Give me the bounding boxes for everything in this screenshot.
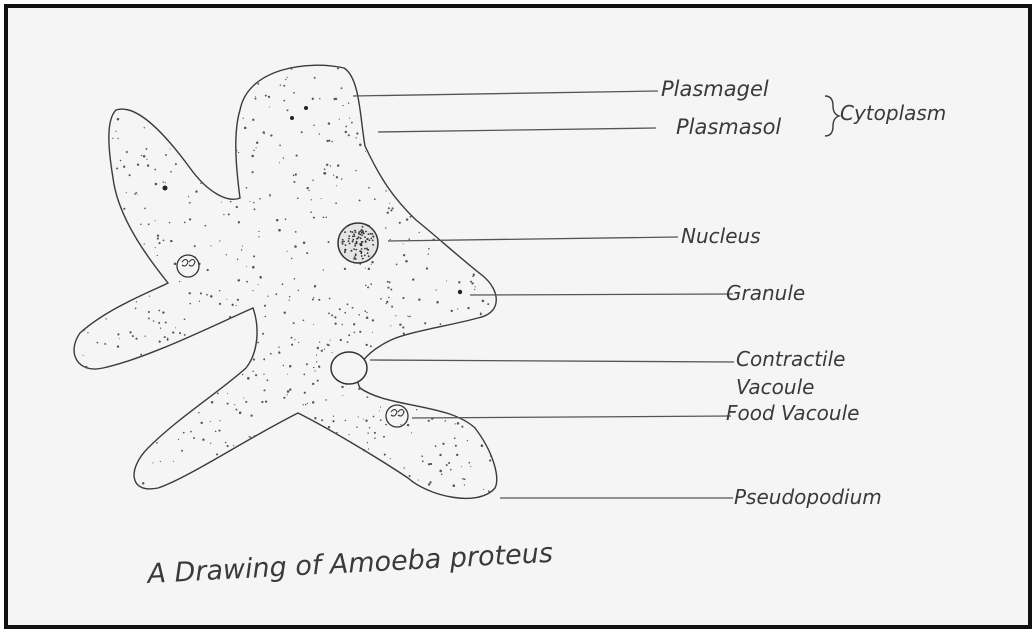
label-nucleus: Nucleus xyxy=(681,224,761,248)
granule-leader xyxy=(470,294,733,295)
contractile-leader xyxy=(370,360,734,362)
amoeba-outline xyxy=(74,65,497,498)
plasmagel-leader xyxy=(353,91,658,96)
label-contractile-line2: Vacoule xyxy=(736,375,814,399)
granule-dot-3 xyxy=(304,106,308,110)
label-granule: Granule xyxy=(726,281,805,305)
food-vacuole-shape-2 xyxy=(177,255,199,277)
amoeba-diagram: Plasmagel Plasmasol Cytoplasm Nucleus Gr… xyxy=(8,8,1028,625)
label-plasmagel: Plasmagel xyxy=(661,77,769,101)
label-pseudopodium: Pseudopodium xyxy=(734,485,882,509)
contractile-vacuole-shape xyxy=(331,352,367,384)
granule-dot-4 xyxy=(290,116,294,120)
nucleus-shape xyxy=(338,223,378,263)
food-vacuole-leader xyxy=(412,416,731,418)
label-plasmasol: Plasmasol xyxy=(676,115,781,139)
food-vacuole-shape xyxy=(386,405,408,427)
caption: A Drawing of Amoeba proteus xyxy=(145,538,554,590)
label-contractile-line1: Contractile xyxy=(736,347,845,371)
granule-dot-2 xyxy=(163,186,168,191)
granule-dot xyxy=(458,290,462,294)
label-cytoplasm: Cytoplasm xyxy=(840,101,946,125)
plasmasol-leader xyxy=(378,128,656,132)
label-food-vacuole: Food Vacoule xyxy=(726,401,859,425)
cytoplasm-brace xyxy=(825,96,839,136)
nucleus-leader xyxy=(388,237,678,241)
diagram-frame: Plasmagel Plasmasol Cytoplasm Nucleus Gr… xyxy=(4,4,1032,629)
